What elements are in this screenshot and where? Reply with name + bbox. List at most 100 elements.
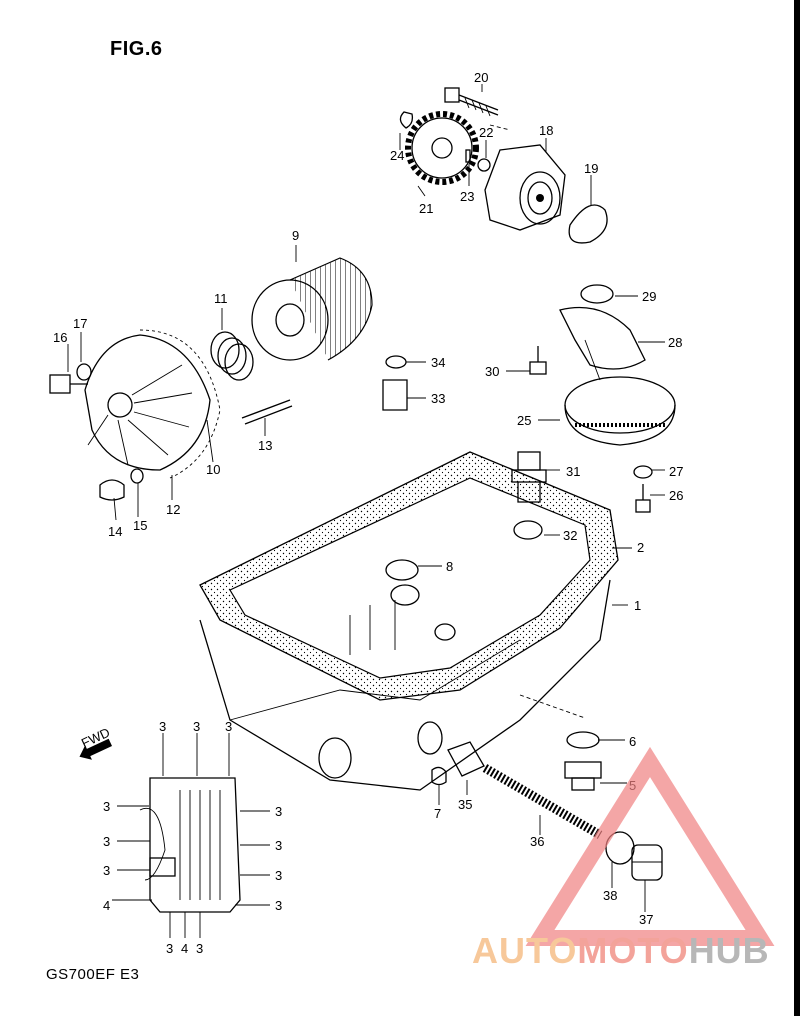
callout-7: 7 — [434, 806, 441, 821]
oil-pressure-switch — [511, 451, 547, 503]
pump-pin — [465, 149, 471, 163]
callout-3-top-2: 3 — [193, 719, 200, 734]
pump-sprocket — [405, 111, 479, 185]
oil-pump-group — [399, 87, 608, 244]
watermark-moto: MOTO — [577, 930, 689, 971]
strainer-washer-27 — [633, 465, 653, 479]
callout-16: 16 — [53, 330, 67, 345]
callout-4: 4 — [103, 898, 110, 913]
watermark-triangle — [525, 746, 775, 946]
callout-13: 13 — [258, 438, 272, 453]
bottom-view-callouts: 3 3 3 3 3 3 3 3 3 3 3 4 3 — [103, 719, 282, 956]
callout-3-left-1: 3 — [103, 799, 110, 814]
callout-8: 8 — [446, 559, 453, 574]
pump-bolt — [444, 87, 499, 117]
callout-32: 32 — [563, 528, 577, 543]
callout-34: 34 — [431, 355, 445, 370]
oil-filter-group — [49, 257, 373, 501]
strainer-oring — [580, 284, 614, 304]
callout-3-left-3: 3 — [103, 863, 110, 878]
circlip — [399, 111, 414, 129]
callout-3-left-2: 3 — [103, 834, 110, 849]
callout-10: 10 — [206, 462, 220, 477]
callout-numbers: 1 2 4 5 6 7 8 9 10 11 12 13 14 15 16 17 … — [53, 70, 683, 927]
callout-29: 29 — [642, 289, 656, 304]
callout-4-bottom: 4 — [181, 941, 188, 956]
callout-27: 27 — [669, 464, 683, 479]
plug-37 — [631, 844, 663, 881]
watermark-logo: AUTOMOTOHUB — [472, 930, 770, 972]
plug-cap-35 — [447, 741, 485, 777]
pump-washer — [477, 158, 491, 172]
callout-14: 14 — [108, 524, 122, 539]
callout-25: 25 — [517, 413, 531, 428]
callout-3-top-1: 3 — [159, 719, 166, 734]
jet-oring-34 — [385, 355, 407, 369]
right-border — [794, 0, 800, 1016]
oil-jet-33 — [382, 379, 408, 411]
callout-31: 31 — [566, 464, 580, 479]
oil-strainer — [564, 376, 676, 446]
callout-18: 18 — [539, 123, 553, 138]
plug-washer-6 — [566, 731, 600, 749]
fwd-arrow — [79, 738, 113, 760]
strainer-bolt-26 — [635, 484, 651, 513]
strainer-pipe — [559, 306, 646, 381]
filter-spring — [210, 331, 254, 381]
callout-26: 26 — [669, 488, 683, 503]
callout-38: 38 — [603, 888, 617, 903]
relief-plug-group — [431, 694, 663, 881]
bottom-view-leaders — [112, 733, 270, 938]
callout-11: 11 — [214, 291, 228, 306]
callout-22: 22 — [479, 125, 493, 140]
figure-title: FIG.6 — [110, 38, 163, 60]
pan-oring-8 — [385, 559, 419, 581]
watermark-auto: AUTO — [472, 930, 578, 971]
drain-plug-5 — [564, 761, 602, 791]
callout-15: 15 — [133, 518, 147, 533]
plug-7 — [431, 766, 447, 786]
callout-24: 24 — [390, 148, 404, 163]
oil-pump-body — [484, 144, 566, 231]
filter-cover-washer — [76, 363, 92, 381]
callout-35: 35 — [458, 797, 472, 812]
callout-19: 19 — [584, 161, 598, 176]
model-footer: GS700EF E3 — [46, 966, 140, 983]
callout-3-bottom-2: 3 — [196, 941, 203, 956]
callout-9: 9 — [292, 228, 299, 243]
callout-1: 1 — [634, 598, 641, 613]
nut-washer — [130, 468, 144, 484]
watermark-hub: HUB — [688, 930, 770, 971]
callout-21: 21 — [419, 201, 433, 216]
callout-23: 23 — [460, 189, 474, 204]
callout-3-right-1: 3 — [275, 804, 282, 819]
acorn-nut — [99, 479, 125, 501]
callout-6: 6 — [629, 734, 636, 749]
callout-3-right-4: 3 — [275, 898, 282, 913]
callout-3-bottom-1: 3 — [166, 941, 173, 956]
callout-30: 30 — [485, 364, 499, 379]
strainer-bolt-30 — [529, 346, 547, 375]
pump-oring — [568, 204, 608, 244]
oil-pan-bottom-view — [139, 777, 241, 913]
filter-cover — [84, 329, 221, 479]
callout-37: 37 — [639, 912, 653, 927]
oil-jet-parts — [382, 355, 408, 411]
callout-20: 20 — [474, 70, 488, 85]
oil-filter-element — [251, 257, 373, 361]
oil-strainer-group — [529, 284, 676, 513]
filter-stud — [241, 399, 293, 425]
callout-3-right-2: 3 — [275, 838, 282, 853]
oil-pan-group — [199, 451, 619, 791]
callout-3-top-3: 3 — [225, 719, 232, 734]
plug-gasket-38 — [605, 831, 635, 865]
callout-28: 28 — [668, 335, 682, 350]
callout-3-right-3: 3 — [275, 868, 282, 883]
filter-cover-bolt — [49, 374, 88, 394]
callout-17: 17 — [73, 316, 87, 331]
callout-12: 12 — [166, 502, 180, 517]
callout-2: 2 — [637, 540, 644, 555]
oil-pan-body — [199, 579, 611, 791]
callout-33: 33 — [431, 391, 445, 406]
